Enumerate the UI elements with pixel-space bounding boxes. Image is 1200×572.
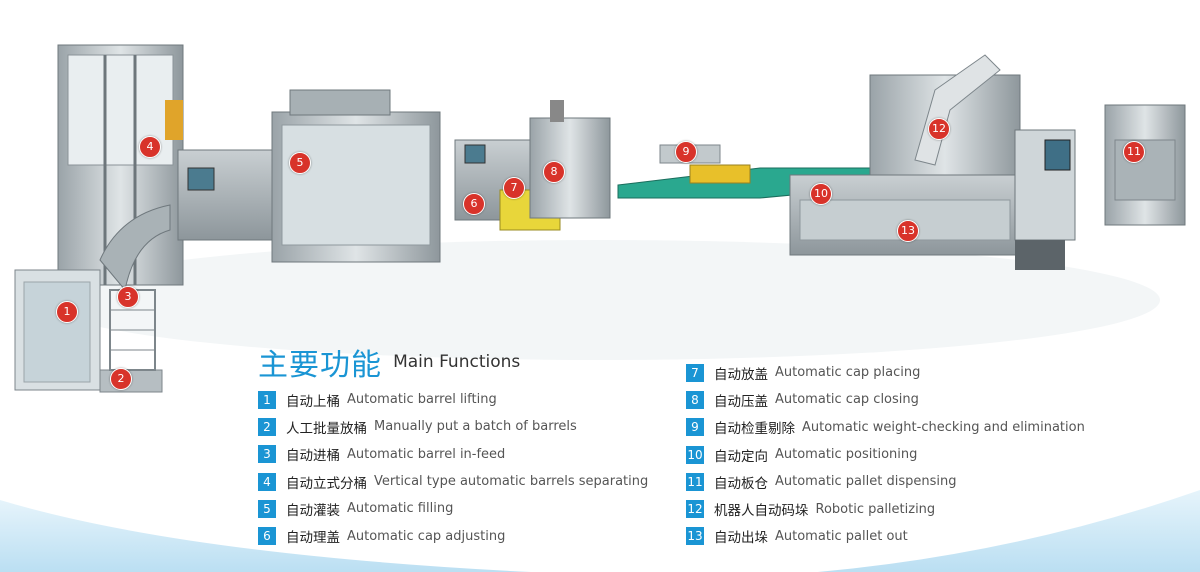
station-badge-1: 1: [56, 301, 78, 323]
item-label-cn: 自动压盖: [714, 393, 768, 410]
item-number: 3: [258, 445, 276, 464]
item-number: 10: [686, 445, 704, 464]
item-number: 11: [686, 472, 704, 491]
item-number: 5: [258, 499, 276, 518]
item-label-en: Automatic positioning: [775, 447, 918, 463]
item-label-en: Automatic cap placing: [775, 365, 921, 381]
station-badge-9: 9: [675, 141, 697, 163]
item-label-cn: 自动放盖: [714, 366, 768, 383]
list-item: 2 人工批量放桶 Manually put a batch of barrels: [258, 413, 648, 440]
functions-list-right: 7 自动放盖 Automatic cap placing 8 自动压盖 Automati…: [686, 359, 1085, 550]
item-label-en: Automatic barrel lifting: [347, 392, 497, 408]
station-badge-12: 12: [928, 118, 950, 140]
station-badge-6: 6: [463, 193, 485, 215]
functions-list-left: 1 自动上桶 Automatic barrel lifting 2 人工批量放桶 Man…: [258, 386, 648, 550]
palletizing-area: [789, 54, 1186, 270]
item-label-cn: 自动进桶: [286, 448, 340, 465]
list-item: 1 自动上桶 Automatic barrel lifting: [258, 386, 648, 413]
station-badge-11: 11: [1123, 141, 1145, 163]
item-label-cn: 自动灌装: [286, 502, 340, 519]
item-label-en: Automatic barrel in-feed: [347, 446, 506, 462]
item-label-cn: 机器人自动码垛: [714, 503, 809, 520]
title-chinese: 主要功能: [258, 348, 382, 383]
item-label-en: Automatic weight-checking and eliminatio…: [802, 419, 1085, 435]
item-label-en: Automatic filling: [347, 501, 454, 517]
item-label-en: Automatic cap closing: [775, 392, 919, 408]
station-badge-8: 8: [543, 161, 565, 183]
item-label-en: Automatic pallet out: [775, 528, 908, 544]
item-number: 12: [686, 500, 704, 519]
list-item: 9 自动检重剔除 Automatic weight-checking and eli…: [686, 414, 1085, 441]
list-item: 10 自动定向 Automatic positioning: [686, 441, 1085, 468]
list-item: 3 自动进桶 Automatic barrel in-feed: [258, 441, 648, 468]
station-badge-10: 10: [810, 183, 832, 205]
station-badge-13: 13: [897, 220, 919, 242]
list-item: 8 自动压盖 Automatic cap closing: [686, 386, 1085, 413]
item-label-cn: 人工批量放桶: [286, 420, 367, 437]
section-title: 主要功能 Main Functions: [258, 340, 520, 384]
station-badge-4: 4: [139, 136, 161, 158]
item-number: 6: [258, 527, 276, 546]
barrel-lifter-tower: [14, 44, 184, 393]
title-english: Main Functions: [393, 352, 521, 372]
list-item: 6 自动理盖 Automatic cap adjusting: [258, 522, 648, 549]
list-item: 11 自动板仓 Automatic pallet dispensing: [686, 468, 1085, 495]
station-badge-2: 2: [110, 368, 132, 390]
list-item: 12 机器人自动码垛 Robotic palletizing: [686, 495, 1085, 522]
item-label-en: Automatic pallet dispensing: [775, 474, 957, 490]
item-label-cn: 自动立式分桶: [286, 475, 367, 492]
list-item: 13 自动出垛 Automatic pallet out: [686, 523, 1085, 550]
item-number: 2: [258, 417, 276, 436]
item-number: 4: [258, 472, 276, 491]
station-badge-3: 3: [117, 286, 139, 308]
item-label-en: Robotic palletizing: [815, 501, 936, 517]
item-number: 9: [686, 418, 704, 437]
item-label-cn: 自动板仓: [714, 475, 768, 492]
station-badge-7: 7: [503, 177, 525, 199]
list-item: 7 自动放盖 Automatic cap placing: [686, 359, 1085, 386]
item-number: 1: [258, 390, 276, 409]
item-label-cn: 自动出垛: [714, 530, 768, 547]
list-item: 5 自动灌装 Automatic filling: [258, 495, 648, 522]
item-number: 7: [686, 363, 704, 382]
item-number: 13: [686, 527, 704, 546]
station-badge-5: 5: [289, 152, 311, 174]
item-label-cn: 自动定向: [714, 448, 768, 465]
list-item: 4 自动立式分桶 Vertical type automatic barrels s…: [258, 468, 648, 495]
item-number: 8: [686, 390, 704, 409]
item-label-en: Automatic cap adjusting: [347, 528, 506, 544]
item-label-cn: 自动理盖: [286, 530, 340, 547]
item-label-en: Manually put a batch of barrels: [374, 419, 577, 435]
item-label-en: Vertical type automatic barrels separati…: [374, 474, 649, 490]
filling-machine: [177, 89, 441, 263]
item-label-cn: 自动上桶: [286, 393, 340, 410]
item-label-cn: 自动检重剔除: [714, 421, 795, 438]
